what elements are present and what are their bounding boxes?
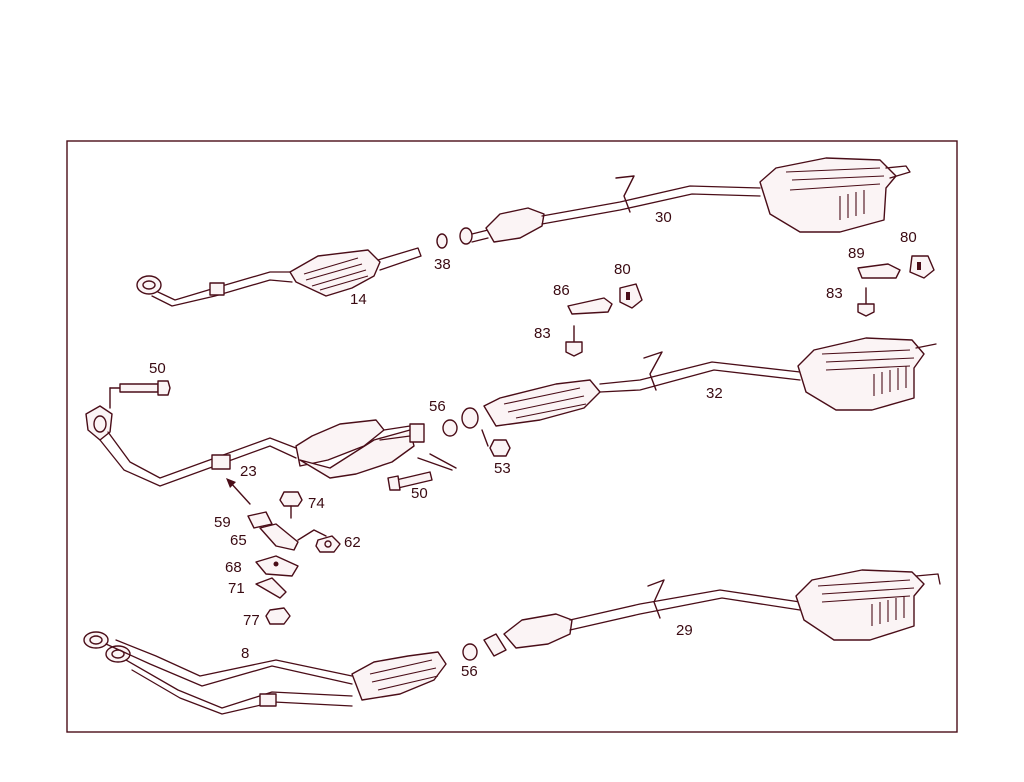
front-pipe-14 <box>136 247 422 307</box>
bracket-65 <box>259 523 327 551</box>
callout-86: 86 <box>553 282 570 299</box>
diagram-frame <box>66 140 958 733</box>
nut-53 <box>489 439 511 457</box>
callout-38: 38 <box>434 256 451 273</box>
nut-77 <box>265 607 291 625</box>
rubber-mount-80b <box>619 283 643 309</box>
callout-23: 23 <box>240 463 257 480</box>
leader-23 <box>229 481 251 505</box>
bolt-83a <box>857 287 875 317</box>
callout-80a: 80 <box>900 229 917 246</box>
bolt-74 <box>279 491 303 519</box>
front-pipe-23 <box>85 405 425 487</box>
rear-section-30 <box>471 157 911 243</box>
callout-68: 68 <box>225 559 242 576</box>
callout-labels: 14 38 30 89 80 83 86 80 83 50 56 32 53 2… <box>149 209 917 680</box>
bolt-83b <box>565 325 583 357</box>
plate-71 <box>255 577 287 599</box>
bracket-68 <box>255 555 299 577</box>
callout-83a: 83 <box>826 285 843 302</box>
clip-59 <box>247 511 273 529</box>
rubber-mount-80a <box>909 255 935 279</box>
arrow-23 <box>226 478 236 488</box>
clamp-38 <box>436 227 473 249</box>
callout-53: 53 <box>494 460 511 477</box>
nut-62 <box>315 535 341 553</box>
callout-83b: 83 <box>534 325 551 342</box>
callout-30: 30 <box>655 209 672 226</box>
callout-65: 65 <box>230 532 247 549</box>
callout-59: 59 <box>214 514 231 531</box>
callout-80b: 80 <box>614 261 631 278</box>
bracket-89 <box>857 263 901 279</box>
gasket-56b <box>462 643 478 661</box>
bolt-50b <box>387 457 453 491</box>
callout-56a: 56 <box>429 398 446 415</box>
leader-50b <box>429 453 457 469</box>
bracket-86 <box>567 297 613 315</box>
gasket-56a <box>442 419 458 437</box>
callout-14: 14 <box>350 291 367 308</box>
bolt-50a <box>109 380 171 409</box>
callout-29: 29 <box>676 622 693 639</box>
callout-71: 71 <box>228 580 245 597</box>
callout-77: 77 <box>243 612 260 629</box>
callout-50a: 50 <box>149 360 166 377</box>
front-pipe-8 <box>83 631 447 715</box>
callout-56b: 56 <box>461 663 478 680</box>
callout-74: 74 <box>308 495 325 512</box>
rear-section-32 <box>461 337 937 429</box>
leader-53 <box>481 429 489 447</box>
callout-32: 32 <box>706 385 723 402</box>
callout-62: 62 <box>344 534 361 551</box>
callout-8: 8 <box>241 645 249 662</box>
callout-50b: 50 <box>411 485 428 502</box>
rear-section-29 <box>483 569 941 657</box>
callout-89: 89 <box>848 245 865 262</box>
